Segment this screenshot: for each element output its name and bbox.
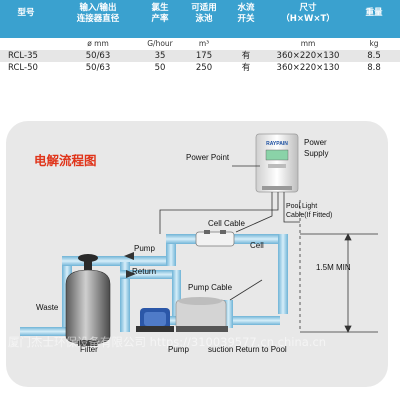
pump-housing: [175, 297, 228, 332]
label-pool-light-line1: Pool Light: [286, 203, 317, 210]
table-row: RCL-35 50/63 35 175 有 360×220×130 8.5: [0, 50, 400, 62]
filter-outlet-pipe: [120, 262, 130, 332]
label-power-supply-line1: Power: [304, 138, 327, 147]
cell-flow-switch: 有: [241, 51, 251, 61]
label-cell: Cell: [250, 241, 264, 250]
unit-pool: m³: [198, 39, 210, 48]
diagram-title: 电解流程图: [34, 153, 97, 168]
header-dimensions-line2: （H×W×T）: [281, 14, 335, 24]
header-weight-label: 重量: [365, 8, 383, 18]
header-dimensions: 尺寸 （H×W×T）: [268, 3, 348, 25]
label-waste: Waste: [36, 303, 59, 312]
cell-riser-pipe: [166, 238, 176, 266]
header-flow-switch: 水流 开关: [228, 3, 264, 25]
cables: [159, 165, 300, 301]
return-pipe: [120, 270, 180, 279]
header-pool-line1: 可适用: [191, 3, 217, 13]
waste-pipe: [20, 327, 76, 336]
unit-row: ø mm G/hour m³ mm kg: [0, 38, 400, 50]
cell-dimensions: 360×220×130: [276, 51, 340, 61]
label-power-supply-line2: Supply: [304, 149, 328, 158]
header-connector-line1: 输入/输出: [79, 3, 117, 13]
unit-chlorine: G/hour: [147, 39, 173, 48]
cell-pool: 250: [195, 63, 213, 73]
pool-light-cable-line: [283, 192, 300, 223]
pump-arrow: [124, 252, 134, 260]
cell-pool: 175: [195, 51, 213, 61]
header-model-label: 型号: [17, 8, 35, 18]
label-pump-bottom: Pump: [168, 345, 189, 354]
header-weight: 重量: [356, 8, 392, 19]
upper-cable-line: [159, 192, 279, 234]
unit-connector: ø mm: [87, 39, 109, 48]
label-filter: Filter: [80, 345, 98, 354]
spec-table: 型号 输入/输出 连接器直径 氯生 产率 可适用 泳池 水流 开关 尺寸 （H×…: [0, 0, 400, 74]
header-connector-line2: 连接器直径: [76, 14, 120, 24]
pump-motor: [136, 308, 174, 332]
header-chlorine: 氯生 产率: [142, 3, 178, 25]
controller-brand: RAYPAIN: [266, 141, 288, 147]
header-flow-line2: 开关: [237, 14, 255, 24]
upper-pipe: [62, 256, 174, 266]
table-row: RCL-50 50/63 50 250 有 360×220×130 8.8: [0, 62, 400, 74]
cell-connector: 50/63: [85, 63, 111, 73]
electrolytic-cell: [195, 230, 235, 247]
label-suction-return: suction Return to Pool: [208, 345, 287, 354]
header-connector: 输入/输出 连接器直径: [58, 3, 138, 25]
header-dimensions-line1: 尺寸: [299, 3, 317, 13]
header-chlorine-line1: 氯生: [151, 3, 169, 13]
filter-tank: [65, 254, 111, 346]
cell-chlorine: 35: [154, 51, 166, 61]
label-return: Return: [132, 267, 156, 276]
return-down-pipe: [278, 234, 288, 314]
header-model: 型号: [8, 8, 44, 19]
table-header: 型号 输入/输出 连接器直径 氯生 产率 可适用 泳池 水流 开关 尺寸 （H×…: [0, 0, 400, 38]
label-cell-cable: Cell Cable: [208, 219, 245, 228]
power-supply-unit: RAYPAIN: [255, 133, 299, 193]
label-pool-light-line2: Cable(If Fitted): [286, 212, 332, 219]
header-flow-line1: 水流: [237, 3, 255, 13]
header-pool: 可适用 泳池: [182, 3, 226, 25]
pump-riser-pipe: [172, 270, 181, 320]
cell-weight: 8.5: [367, 51, 381, 61]
label-power-point: Power Point: [186, 153, 230, 162]
label-pump-top: Pump: [134, 244, 155, 253]
pump-cable-line: [229, 279, 263, 301]
cell-connector: 50/63: [85, 51, 111, 61]
cell-cable-line: [235, 192, 273, 233]
label-height-min: 1.5M MIN: [316, 263, 351, 272]
header-chlorine-line2: 产率: [151, 14, 169, 24]
pump-outlet-pipe: [224, 300, 233, 328]
cell-weight: 8.8: [367, 63, 381, 73]
return-arrow: [126, 270, 136, 278]
cell-flow-switch: 有: [241, 63, 251, 73]
cell-model: RCL-35: [8, 51, 38, 61]
diagram-panel: [6, 121, 388, 387]
label-pump-cable: Pump Cable: [188, 283, 233, 292]
unit-dimensions: mm: [300, 39, 316, 48]
cell-dimensions: 360×220×130: [276, 63, 340, 73]
cell-model: RCL-50: [8, 63, 38, 73]
flow-arrows: [124, 252, 136, 278]
header-pool-line2: 泳池: [195, 14, 213, 24]
watermark-text: 厦门杰士环保设备有限公司 https://310039577.cn.china.…: [8, 335, 326, 349]
height-marker: [299, 200, 378, 333]
cell-chlorine: 50: [154, 63, 166, 73]
unit-weight: kg: [369, 39, 379, 48]
